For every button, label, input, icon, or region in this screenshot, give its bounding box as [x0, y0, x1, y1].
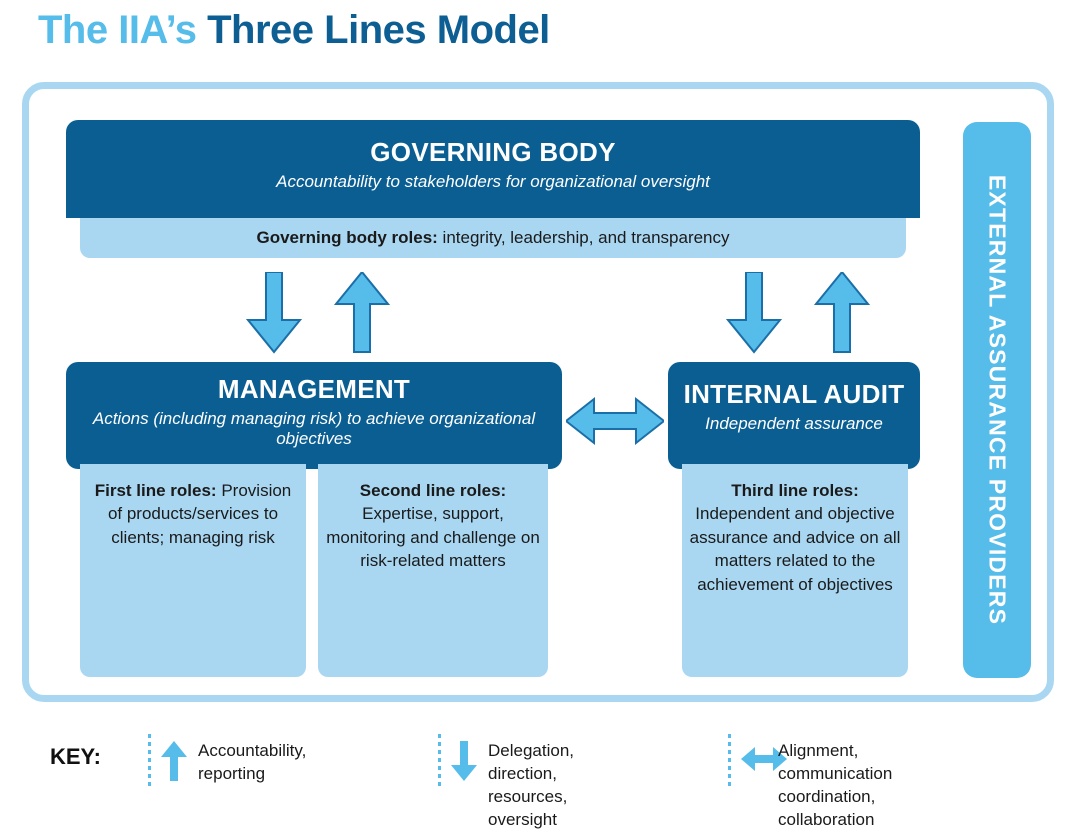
- key-legend: KEY: Accountability, reporting Delegatio…: [0, 722, 1088, 829]
- governing-body-title: GOVERNING BODY: [370, 137, 616, 167]
- external-assurance-providers-label: EXTERNAL ASSURANCE PROVIDERS: [984, 174, 1011, 626]
- page-title-dark-part: Three Lines Model: [207, 8, 550, 52]
- management-title: MANAGEMENT: [217, 374, 411, 404]
- management-header: MANAGEMENT Actions (including managing r…: [66, 362, 562, 469]
- third-line-roles-box: Third line roles: Independent and object…: [682, 464, 908, 677]
- key-item-alignment-text: Alignment, communication coordination, c…: [778, 741, 893, 829]
- key-divider-3: [728, 734, 731, 790]
- internal-audit-header: INTERNAL AUDIT Independent assurance: [668, 362, 920, 469]
- second-line-roles-label: Second line roles:: [359, 481, 507, 500]
- internal-audit-title: INTERNAL AUDIT: [683, 379, 905, 409]
- management-subtitle: Actions (including managing risk) to ach…: [92, 408, 536, 449]
- first-line-roles-label: First line roles:: [94, 481, 217, 500]
- governing-body-subtitle: Accountability to stakeholders for organ…: [276, 171, 710, 191]
- second-line-roles-box: Second line roles: Expertise, support, m…: [318, 464, 548, 677]
- governing-body-header: GOVERNING BODY Accountability to stakeho…: [66, 120, 920, 218]
- third-line-roles-label: Third line roles:: [731, 481, 859, 500]
- arrow-down-icon: [451, 741, 477, 781]
- first-line-roles-text: Provision of products/services to client…: [107, 481, 292, 547]
- key-label: KEY:: [50, 744, 101, 769]
- third-line-roles-text: Independent and objective assurance and …: [689, 504, 901, 594]
- key-divider-1: [148, 734, 151, 790]
- internal-audit-subtitle: Independent assurance: [705, 413, 883, 433]
- governing-body-roles-band: Governing body roles: integrity, leaders…: [80, 218, 906, 258]
- page-title-light-part: The IIA’s: [38, 8, 208, 52]
- page-title: The IIA’s Three Lines Model: [38, 8, 550, 53]
- arrow-internal-audit-to-gov-up: [813, 272, 871, 353]
- arrow-management-internal-audit-bidirectional: [566, 396, 664, 446]
- governing-body-roles-text: integrity, leadership, and transparency: [437, 228, 730, 247]
- key-item-accountability-text: Accountability, reporting: [198, 741, 307, 783]
- arrow-gov-to-internal-audit-down: [725, 272, 783, 354]
- arrow-up-icon: [161, 741, 187, 781]
- first-line-roles-box: First line roles: Provision of products/…: [80, 464, 306, 677]
- key-item-delegation-text: Delegation, direction, resources, oversi…: [488, 741, 575, 829]
- external-assurance-providers-bar: EXTERNAL ASSURANCE PROVIDERS: [963, 122, 1031, 678]
- arrow-left-right-icon: [741, 747, 787, 771]
- arrow-management-to-gov-up: [333, 272, 391, 353]
- key-divider-2: [438, 734, 441, 790]
- second-line-roles-text: Expertise, support, monitoring and chall…: [326, 504, 540, 571]
- governing-body-roles-label: Governing body roles:: [256, 228, 438, 247]
- arrow-gov-to-management-down: [245, 272, 303, 354]
